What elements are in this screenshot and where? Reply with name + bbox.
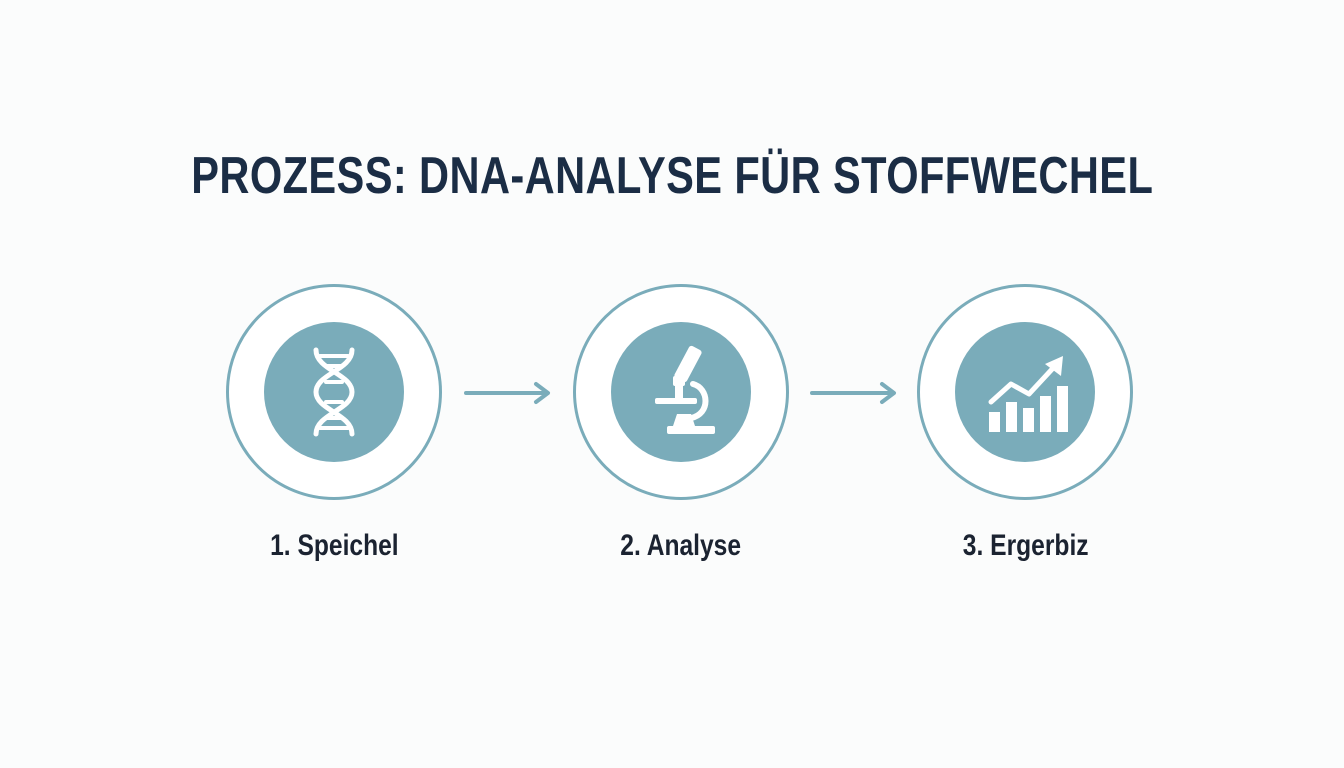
- arrow-right-icon: [810, 382, 896, 404]
- step-1: [226, 284, 442, 500]
- step-2-label: 2. Analyse: [620, 529, 742, 562]
- step-2: [573, 284, 789, 500]
- step-3-disc: [955, 322, 1095, 462]
- microscope-icon: [655, 345, 715, 434]
- diagram-title: PROZESS: DNA-ANALYSE FÜR STOFFWECHEL: [0, 140, 1344, 212]
- step-1-label: 1. Speichel: [269, 529, 399, 562]
- arrow-right-icon: [464, 382, 550, 404]
- step-3-label: 3. Ergerbiz: [963, 529, 1089, 562]
- step-1-disc: [264, 322, 404, 462]
- dna-icon: [313, 347, 355, 437]
- growth-chart-icon: [988, 356, 1068, 432]
- step-3: [917, 284, 1133, 500]
- step-2-disc: [611, 322, 751, 462]
- diagram-title-text: PROZESS: DNA-ANALYSE FÜR STOFFWECHEL: [191, 147, 1153, 205]
- step-3-ring: [917, 284, 1133, 500]
